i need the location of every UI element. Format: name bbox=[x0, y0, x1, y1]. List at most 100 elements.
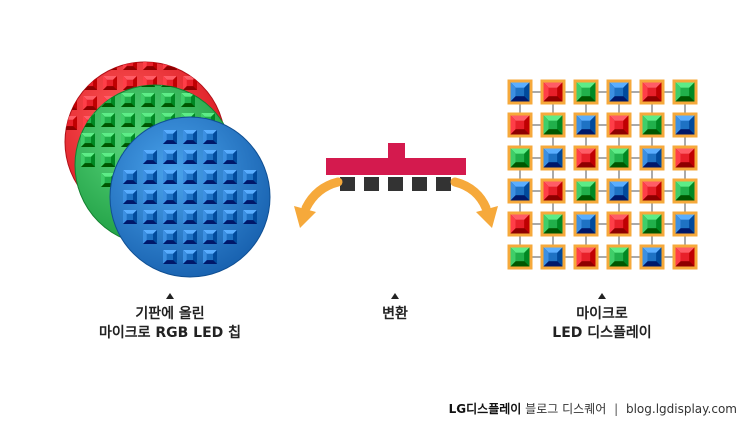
display-pixel bbox=[543, 181, 563, 201]
blue-led-chip bbox=[203, 230, 217, 244]
footer-brand: LG디스플레이 bbox=[448, 402, 522, 416]
footer: LG디스플레이 블로그 디스퀘어 | blog.lgdisplay.com bbox=[449, 400, 737, 417]
blue-led-chip bbox=[143, 170, 157, 184]
display-caption-line2: LED 디스플레이 bbox=[552, 325, 652, 341]
display-pixel bbox=[576, 247, 596, 267]
transfer-head bbox=[326, 143, 466, 191]
transfer-chip bbox=[412, 177, 427, 191]
green-led-chip bbox=[141, 93, 155, 107]
micro-led-display-grid bbox=[507, 79, 698, 270]
blue-led-chip bbox=[123, 210, 137, 224]
display-pixel bbox=[609, 148, 629, 168]
transfer-caption: 변환 bbox=[285, 293, 505, 324]
blue-led-chip bbox=[143, 230, 157, 244]
blue-led-chip bbox=[183, 150, 197, 164]
left-curved-arrow bbox=[294, 177, 343, 228]
blue-led-chip bbox=[163, 230, 177, 244]
display-pixel bbox=[576, 214, 596, 234]
display-pixel bbox=[576, 148, 596, 168]
display-pixel bbox=[510, 115, 530, 135]
blue-led-chip bbox=[123, 190, 137, 204]
transfer-chip bbox=[436, 177, 451, 191]
display-pixel bbox=[543, 115, 563, 135]
blue-led-chip bbox=[223, 210, 237, 224]
blue-led-chip bbox=[183, 170, 197, 184]
display-pixel bbox=[510, 247, 530, 267]
display-pixel bbox=[510, 82, 530, 102]
right-curved-arrow bbox=[450, 177, 498, 228]
green-led-chip bbox=[121, 113, 135, 127]
display-pixel bbox=[576, 82, 596, 102]
wafer-caption-line2: 마이크로 RGB LED 칩 bbox=[98, 325, 242, 341]
blue-led-chip bbox=[183, 250, 197, 264]
wafer-caption-line1: 기판에 올린 bbox=[135, 306, 205, 322]
blue-led-chip bbox=[183, 230, 197, 244]
footer-separator: | bbox=[614, 402, 619, 416]
display-pixel bbox=[576, 115, 596, 135]
display-pixel bbox=[510, 148, 530, 168]
blue-led-chip bbox=[143, 210, 157, 224]
display-pixel bbox=[609, 214, 629, 234]
blue-led-chip bbox=[223, 150, 237, 164]
green-led-chip bbox=[101, 113, 115, 127]
display-pixel bbox=[543, 247, 563, 267]
blue-led-chip bbox=[183, 190, 197, 204]
display-pixel bbox=[543, 82, 563, 102]
red-led-chip bbox=[143, 62, 157, 70]
blue-led-chip bbox=[183, 130, 197, 144]
transfer-chip bbox=[340, 177, 355, 191]
display-pixel bbox=[510, 181, 530, 201]
blue-led-chip bbox=[203, 190, 217, 204]
red-led-chip bbox=[183, 76, 197, 90]
green-led-chip bbox=[81, 133, 95, 147]
red-led-chip bbox=[65, 116, 77, 130]
blue-led-chip bbox=[223, 230, 237, 244]
red-led-chip bbox=[83, 96, 97, 110]
blue-led-chip bbox=[243, 190, 257, 204]
display-pixel bbox=[576, 181, 596, 201]
transfer-head-chips bbox=[340, 177, 451, 191]
red-led-chip bbox=[103, 76, 117, 90]
blue-led-chip bbox=[183, 210, 197, 224]
display-pixel bbox=[642, 247, 662, 267]
display-pixel bbox=[675, 247, 695, 267]
green-led-chip bbox=[81, 153, 95, 167]
green-led-chip bbox=[121, 93, 135, 107]
display-pixel bbox=[642, 214, 662, 234]
display-pixel bbox=[609, 247, 629, 267]
blue-led-chip bbox=[143, 150, 157, 164]
display-pixel bbox=[675, 181, 695, 201]
green-led-chip bbox=[101, 133, 115, 147]
green-led-chip bbox=[141, 113, 155, 127]
red-led-chip bbox=[163, 62, 177, 70]
blue-led-chip bbox=[203, 130, 217, 144]
footer-url[interactable]: blog.lgdisplay.com bbox=[625, 402, 737, 416]
red-led-chip bbox=[83, 76, 97, 90]
transfer-chip bbox=[388, 177, 403, 191]
transfer-caption-text: 변환 bbox=[382, 306, 408, 322]
red-led-chip bbox=[143, 36, 157, 50]
display-pixel bbox=[642, 148, 662, 168]
display-pixel bbox=[642, 82, 662, 102]
green-led-chip bbox=[181, 93, 195, 107]
red-led-chip bbox=[103, 36, 117, 50]
blue-led-chip bbox=[163, 150, 177, 164]
blue-led-chip bbox=[163, 130, 177, 144]
display-pixel bbox=[642, 181, 662, 201]
red-led-chip bbox=[65, 76, 77, 90]
blue-led-chip bbox=[223, 190, 237, 204]
display-pixel bbox=[675, 148, 695, 168]
green-led-chip bbox=[161, 93, 175, 107]
green-led-chip bbox=[101, 153, 115, 167]
blue-led-chip bbox=[203, 150, 217, 164]
display-pixel bbox=[543, 148, 563, 168]
blue-led-chip bbox=[203, 210, 217, 224]
blue-led-chip bbox=[203, 250, 217, 264]
blue-led-wafer bbox=[109, 116, 271, 278]
blue-led-chip bbox=[243, 210, 257, 224]
red-led-chip bbox=[103, 62, 117, 70]
display-pixel bbox=[642, 115, 662, 135]
display-pixel bbox=[675, 82, 695, 102]
red-led-chip bbox=[123, 36, 137, 50]
